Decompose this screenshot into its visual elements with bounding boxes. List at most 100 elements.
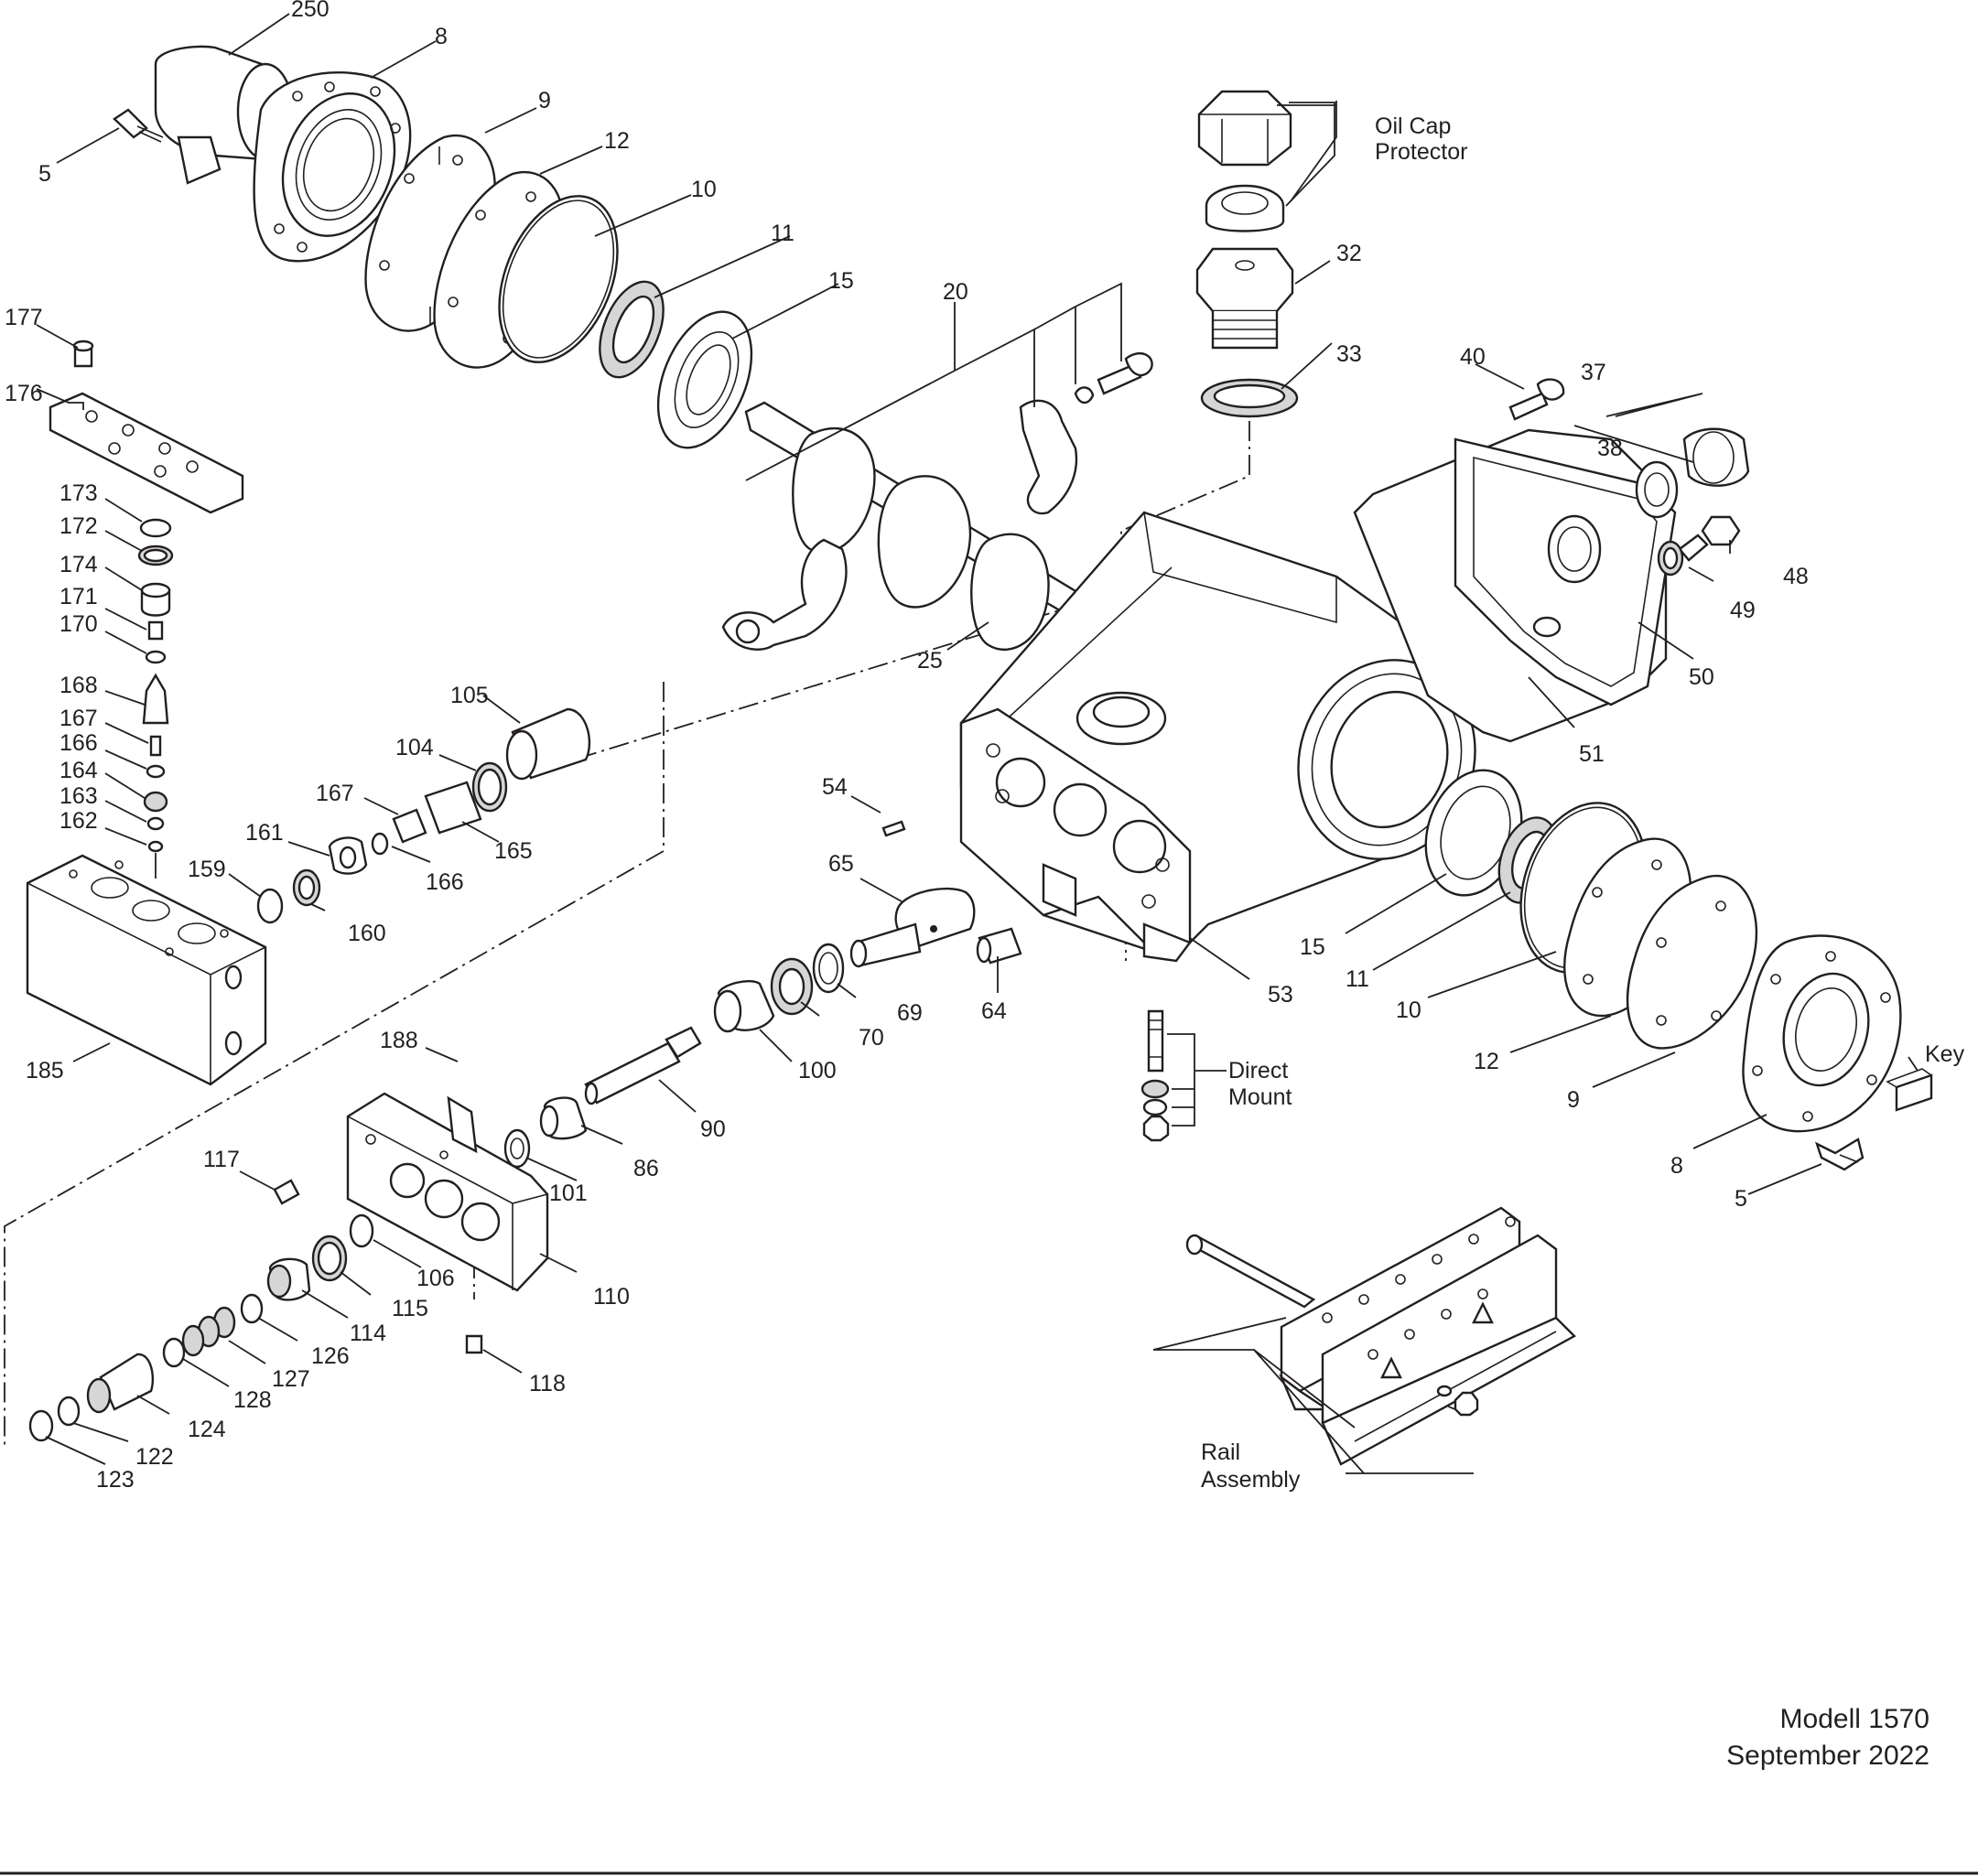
callout-8-left: 8: [435, 24, 448, 49]
label-oil-cap-line2: Protector: [1375, 139, 1467, 165]
part-164-seat: [143, 791, 168, 813]
callout-123: 123: [96, 1467, 135, 1493]
callout-70: 70: [859, 1025, 884, 1051]
rail-assembly: [1152, 1206, 1576, 1474]
callout-9-left: 9: [538, 88, 551, 113]
part-90-plunger: [584, 1041, 681, 1105]
callout-10-right: 10: [1396, 997, 1421, 1023]
part-9b-gasket: [1626, 874, 1758, 1050]
part-50-port: [1547, 514, 1602, 584]
part-163-ring: [146, 816, 165, 831]
part-124-sleeve: [99, 1353, 155, 1411]
direct-mount-lockwasher: [1142, 1098, 1168, 1116]
crankcase-foot-left: [1042, 863, 1077, 917]
callout-188: 188: [380, 1028, 418, 1053]
callout-20: 20: [943, 279, 968, 305]
callout-101: 101: [549, 1181, 588, 1206]
oil-cap-hex: [1197, 90, 1292, 167]
part-168-valve: [142, 673, 169, 725]
callout-166-check: 166: [426, 869, 464, 895]
oil-cap-assembly: [1195, 90, 1337, 418]
callout-51: 51: [1579, 741, 1605, 767]
part-48-plug: [1701, 515, 1741, 546]
callout-25: 25: [917, 648, 943, 674]
part-32-plug: [1195, 247, 1294, 313]
callout-250: 250: [291, 0, 330, 22]
callout-161: 161: [245, 820, 284, 846]
callout-159: 159: [188, 857, 226, 882]
callout-12-right: 12: [1474, 1049, 1499, 1074]
callout-key: Key: [1925, 1041, 1965, 1067]
label-direct-mount-line2: Mount: [1228, 1084, 1292, 1110]
callout-40: 40: [1460, 344, 1486, 370]
callout-69: 69: [897, 1000, 923, 1026]
direct-mount-nut: [1142, 1115, 1170, 1142]
part-106-ring: [349, 1213, 374, 1248]
part-250-tab: [177, 135, 222, 185]
callout-53: 53: [1268, 982, 1293, 1008]
callout-38: 38: [1597, 436, 1623, 461]
part-38-washer: [1635, 460, 1679, 519]
callout-65: 65: [828, 851, 854, 877]
callout-110: 110: [593, 1284, 630, 1310]
part-5-bolt-head: [113, 108, 148, 139]
callout-54: 54: [822, 774, 848, 800]
crankcase: [959, 511, 1476, 963]
part-20-clip: [1074, 386, 1095, 404]
callout-64: 64: [981, 998, 1007, 1024]
callout-185: 185: [26, 1058, 64, 1084]
callout-11-right: 11: [1346, 966, 1369, 992]
part-54-pin: [881, 820, 906, 837]
callout-100: 100: [798, 1058, 837, 1084]
callout-90: 90: [700, 1116, 726, 1142]
label-rail-line1: Rail: [1201, 1439, 1240, 1465]
callout-122: 122: [135, 1444, 174, 1470]
direct-mount-assembly: [1140, 1009, 1227, 1142]
part-key: [1895, 1073, 1933, 1112]
part-25-web-1: [792, 426, 876, 555]
callout-5-left: 5: [38, 161, 51, 187]
footer-date: September 2022: [1726, 1741, 1929, 1771]
callout-10-left: 10: [691, 177, 717, 202]
part-20-bolt: [1097, 362, 1142, 395]
part-176-plate: [49, 392, 244, 514]
part-101-washer: [503, 1128, 531, 1169]
callout-50: 50: [1689, 664, 1714, 690]
part-173-ring: [139, 518, 172, 538]
part-171-spring: [147, 620, 164, 641]
part-165-cage: [424, 781, 482, 835]
callout-105: 105: [450, 683, 489, 708]
label-oil-cap-line1: Oil Cap: [1375, 113, 1451, 139]
callout-168: 168: [59, 673, 98, 698]
seal-assembly: [28, 1092, 549, 1442]
callout-162: 162: [59, 808, 98, 834]
label-rail-line2: Assembly: [1201, 1467, 1301, 1493]
part-127-ring-3: [181, 1324, 205, 1357]
part-126-ring: [240, 1293, 264, 1324]
callout-12-left: 12: [604, 128, 630, 154]
left-shaft-assembly: [113, 45, 753, 449]
part-128-ring: [162, 1337, 186, 1368]
callout-174: 174: [59, 552, 98, 577]
part-10-oring: [498, 195, 619, 363]
part-123-ring: [28, 1409, 54, 1442]
callout-172: 172: [59, 513, 98, 539]
callout-165: 165: [494, 838, 533, 864]
part-25-web-3: [970, 533, 1050, 651]
part-40-bolt: [1508, 392, 1549, 421]
callout-115: 115: [392, 1296, 428, 1321]
callout-114: 114: [350, 1321, 386, 1346]
part-117-screw: [273, 1179, 300, 1205]
callout-118: 118: [529, 1371, 566, 1396]
rail-nut: [1454, 1391, 1479, 1417]
crankcase-foot-right: [1142, 922, 1192, 963]
footer: Modell 1570 September 2022: [0, 1704, 1978, 1875]
callout-117: 117: [203, 1147, 240, 1172]
callout-106: 106: [416, 1266, 455, 1291]
callout-86: 86: [633, 1156, 659, 1181]
direct-mount-stud: [1147, 1009, 1164, 1073]
callout-173: 173: [59, 480, 98, 506]
label-direct-mount-line1: Direct: [1228, 1058, 1288, 1084]
callout-167-check: 167: [316, 781, 354, 806]
